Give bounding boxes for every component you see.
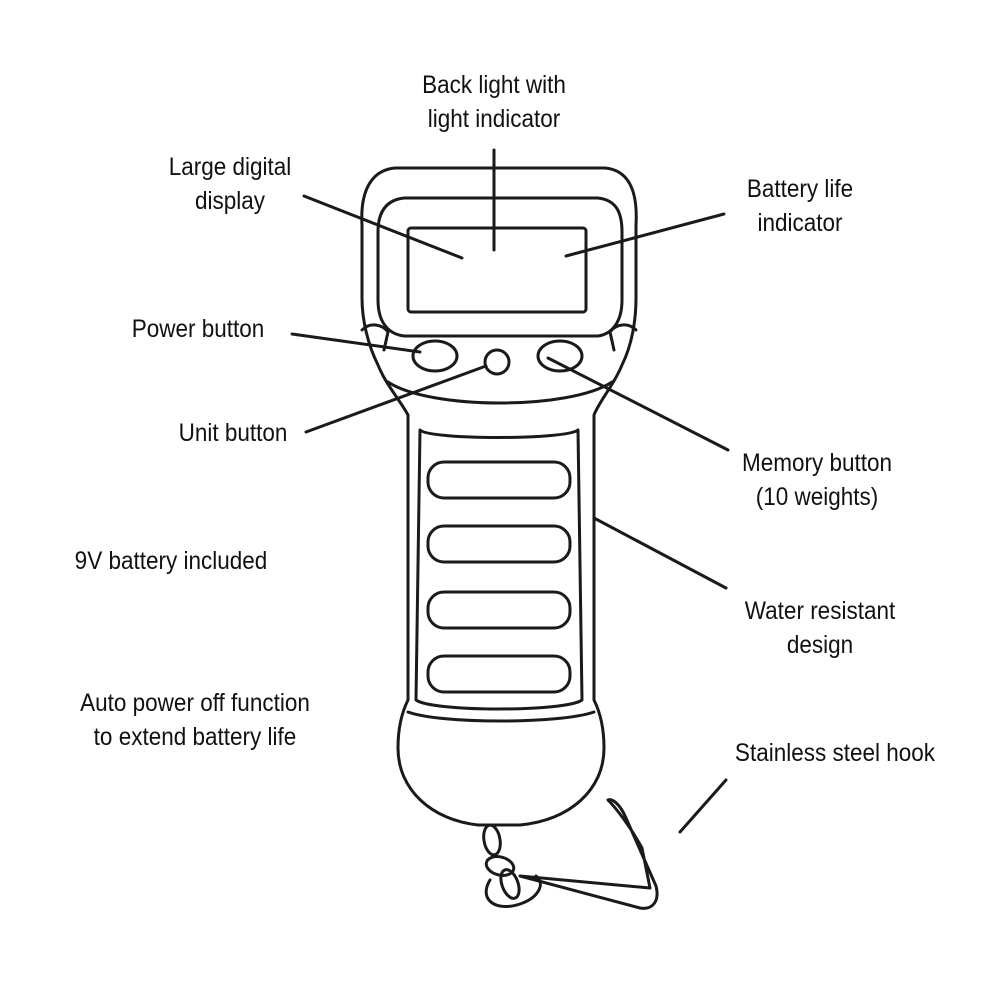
leader-power-button [290,332,422,354]
leader-hook [678,778,728,834]
label-back-light: Back light with light indicator [382,68,605,136]
hook-ring [484,874,542,908]
label-battery-life-line-1: Battery life [746,175,854,203]
grip-slot-1 [426,460,572,500]
label-battery-included-line-1: 9V battery included [74,547,268,575]
label-hook: Stainless steel hook [705,736,966,770]
chain-link-3 [499,868,521,900]
label-battery-life-line-2: indicator [757,209,843,237]
label-large-display-line-1: Large digital [168,153,292,181]
label-auto-power-off-line-1: Auto power off function [80,689,310,717]
chain-link-1 [482,823,502,857]
label-memory-button-line-2: (10 weights) [755,483,879,511]
label-water-resistant: Water resistant design [723,594,917,662]
label-back-light-line-2: light indicator [427,105,561,133]
label-battery-included: 9V battery included [50,544,293,578]
leader-water-resistant [592,516,728,590]
label-water-resistant-line-1: Water resistant [744,597,896,625]
device-body-outline [360,166,638,827]
label-unit-button: Unit button [155,416,312,450]
grip-slot-4 [426,654,572,694]
label-hook-line-1: Stainless steel hook [734,739,936,767]
label-auto-power-off-line-2: to extend battery life [93,723,297,751]
bulb-seam [406,710,596,723]
label-auto-power-off: Auto power off function to extend batter… [47,686,344,754]
button-panel-lower-curve [386,380,614,405]
leader-unit-button [304,364,488,434]
left-side-grip [360,323,390,352]
label-battery-life: Battery life indicator [719,172,881,240]
leader-battery-life [564,212,726,258]
digital-display [406,226,588,314]
leader-large-display [302,194,464,260]
grip-slot-2 [426,524,572,564]
unit-button [483,348,511,376]
label-water-resistant-line-2: design [786,631,854,659]
label-memory-button-line-1: Memory button [741,449,893,477]
handle-inner-outline [414,428,584,711]
grip-slot-3 [426,590,572,630]
memory-button [536,339,584,373]
label-large-display-line-2: display [194,187,266,215]
label-power-button: Power button [110,312,286,346]
right-side-grip [608,323,638,352]
label-large-display: Large digital display [145,150,316,218]
label-memory-button: Memory button (10 weights) [721,446,914,514]
chain-link-2 [484,855,516,877]
hook [518,798,659,910]
leader-memory-button [546,356,730,452]
device-shell-inner [376,196,624,338]
power-button [411,339,459,373]
label-power-button-line-1: Power button [131,315,265,343]
label-unit-button-line-1: Unit button [178,419,288,447]
label-back-light-line-1: Back light with [422,71,566,99]
